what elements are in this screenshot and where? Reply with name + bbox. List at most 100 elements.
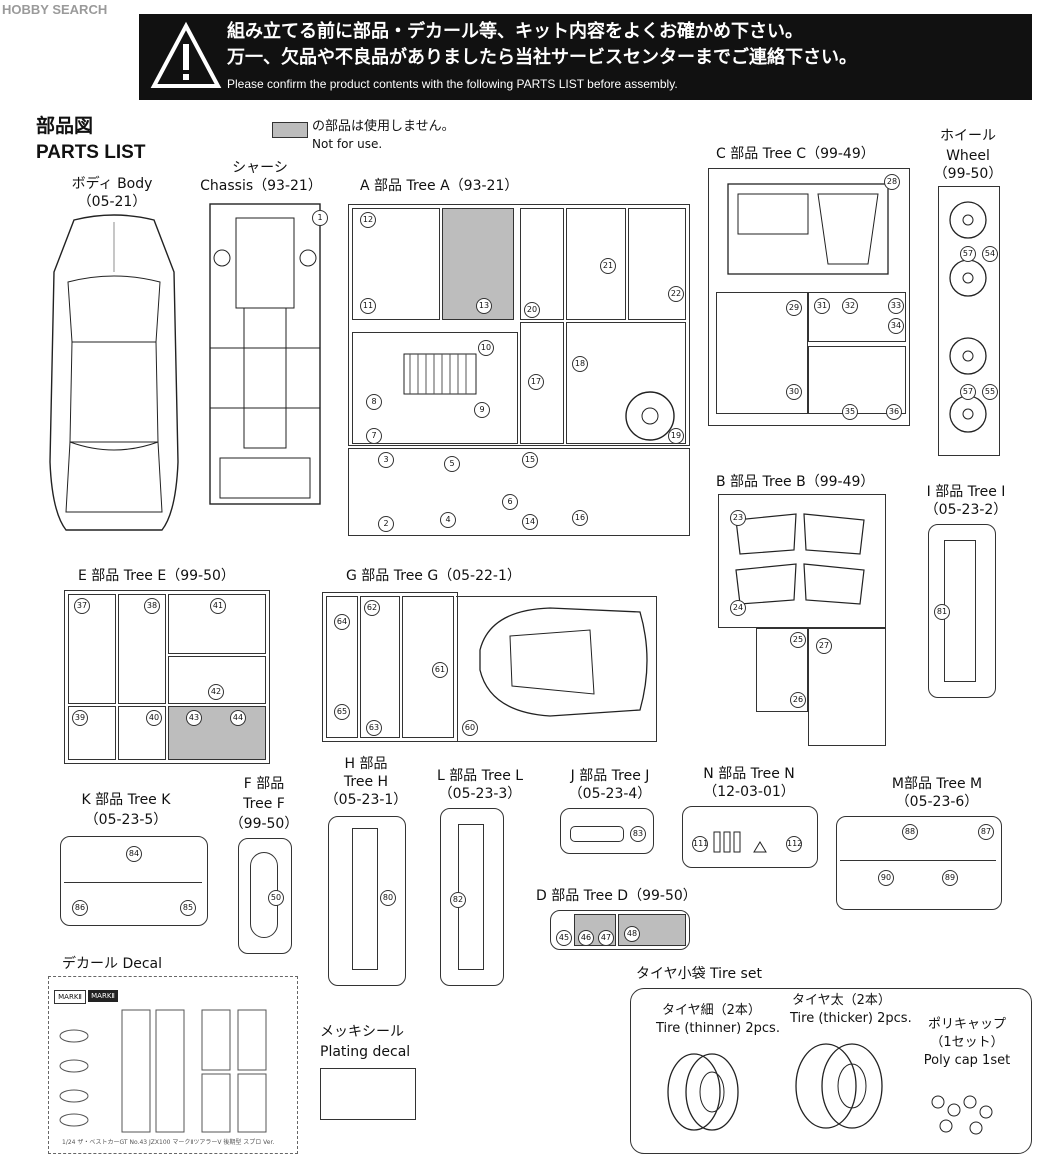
part-number-57b: 57 bbox=[960, 384, 976, 400]
part-number-86: 86 bbox=[72, 900, 88, 916]
part-number-63: 63 bbox=[366, 720, 382, 736]
decal-sheet bbox=[48, 976, 298, 1154]
tree-a-cell bbox=[566, 208, 626, 320]
tree-a-disc-drawing bbox=[625, 391, 675, 441]
part-number-19: 19 bbox=[668, 428, 684, 444]
part-number-17: 17 bbox=[528, 374, 544, 390]
part-number-42: 42 bbox=[208, 684, 224, 700]
poly-cap-en: Poly cap 1set bbox=[923, 1053, 1011, 1068]
wheel-code: （99-50） bbox=[933, 166, 1003, 182]
decal-mark-1: MARKⅡ bbox=[54, 990, 86, 1004]
tree-a-label: A 部品 Tree A（93-21） bbox=[360, 178, 519, 194]
tire-thin-drawing bbox=[667, 1053, 739, 1131]
tree-a-cell bbox=[628, 208, 686, 320]
wheel-frame bbox=[938, 186, 1000, 456]
not-for-use-swatch bbox=[272, 122, 308, 138]
decal-mark-2: MARKⅡ bbox=[88, 990, 118, 1002]
part-number-48: 48 bbox=[624, 926, 640, 942]
tire-thick-jp: タイヤ太（2本） bbox=[792, 993, 891, 1008]
tree-e-cell bbox=[118, 594, 166, 704]
tree-g-frame-right bbox=[456, 596, 657, 742]
part-number-80: 80 bbox=[380, 890, 396, 906]
watermark: HOBBY SEARCH bbox=[2, 2, 108, 17]
tree-m-code: （05-23-6） bbox=[895, 794, 979, 810]
part-number-25: 25 bbox=[790, 632, 806, 648]
tree-g-cell bbox=[360, 596, 400, 738]
part-number-47: 47 bbox=[598, 930, 614, 946]
chassis-label-jp: シャーシ bbox=[232, 160, 288, 176]
not-for-use-en: Not for use. bbox=[312, 137, 383, 151]
tree-f-label-en: Tree F bbox=[243, 796, 285, 812]
part-number-43: 43 bbox=[186, 710, 202, 726]
part-number-24: 24 bbox=[730, 600, 746, 616]
part-number-60: 60 bbox=[462, 720, 478, 736]
tire-set-label: タイヤ小袋 Tire set bbox=[636, 966, 762, 982]
parts-list-title-en: PARTS LIST bbox=[36, 142, 146, 163]
body-drawing bbox=[49, 214, 179, 531]
part-number-83: 83 bbox=[630, 826, 646, 842]
part-number-11: 11 bbox=[360, 298, 376, 314]
part-number-23: 23 bbox=[730, 510, 746, 526]
warning-line-3: Please confirm the product contents with… bbox=[227, 77, 678, 91]
part-number-32: 32 bbox=[842, 298, 858, 314]
body-label: ボディ Body bbox=[71, 176, 153, 192]
part-number-26: 26 bbox=[790, 692, 806, 708]
part-number-33: 33 bbox=[888, 298, 904, 314]
body-code: （05-21） bbox=[77, 194, 147, 210]
wheel-drawing bbox=[949, 201, 987, 433]
tree-l-code: （05-23-3） bbox=[438, 786, 522, 802]
tire-thin-en: Tire (thinner) 2pcs. bbox=[656, 1021, 780, 1036]
tree-g-label: G 部品 Tree G（05-22-1） bbox=[346, 568, 521, 584]
part-number-5: 5 bbox=[444, 456, 460, 472]
tree-e-cell-not-for-use bbox=[168, 706, 266, 760]
part-number-84: 84 bbox=[126, 846, 142, 862]
part-number-40: 40 bbox=[146, 710, 162, 726]
part-number-7: 7 bbox=[366, 428, 382, 444]
decal-label: デカール Decal bbox=[62, 956, 163, 972]
part-number-1: 1 bbox=[312, 210, 328, 226]
part-number-45: 45 bbox=[556, 930, 572, 946]
part-number-64: 64 bbox=[334, 614, 350, 630]
tree-a-cell bbox=[520, 208, 564, 320]
wheel-label-en: Wheel bbox=[946, 148, 990, 164]
part-number-34: 34 bbox=[888, 318, 904, 334]
part-number-37: 37 bbox=[74, 598, 90, 614]
warning-line-2: 万一、欠品や不良品がありましたら当社サービスセンターまでご連絡下さい。 bbox=[227, 47, 857, 68]
part-number-29: 29 bbox=[786, 300, 802, 316]
part-number-35: 35 bbox=[842, 404, 858, 420]
tree-j-label: J 部品 Tree J bbox=[570, 768, 650, 784]
tree-n-parts-drawing bbox=[713, 831, 767, 853]
tree-m-frame bbox=[836, 816, 1002, 910]
part-number-82: 82 bbox=[450, 892, 466, 908]
part-number-112: 112 bbox=[786, 836, 802, 852]
part-number-46: 46 bbox=[578, 930, 594, 946]
tree-j-part bbox=[570, 826, 624, 842]
poly-cap-qty: （1セット） bbox=[930, 1035, 1004, 1050]
part-number-28: 28 bbox=[884, 174, 900, 190]
part-number-4: 4 bbox=[440, 512, 456, 528]
tree-l-label: L 部品 Tree L bbox=[436, 768, 524, 784]
tree-c-cell bbox=[808, 346, 906, 414]
tree-a-cell bbox=[566, 322, 686, 444]
tree-n-label: N 部品 Tree N bbox=[703, 766, 795, 782]
parts-list-title-jp: 部品図 bbox=[36, 115, 94, 137]
tree-e-cell bbox=[68, 594, 116, 704]
tree-h-part bbox=[352, 828, 378, 970]
tree-n-code: （12-03-01） bbox=[703, 784, 795, 800]
part-number-9: 9 bbox=[474, 402, 490, 418]
part-number-27: 27 bbox=[816, 638, 832, 654]
part-number-38: 38 bbox=[144, 598, 160, 614]
part-number-88: 88 bbox=[902, 824, 918, 840]
tree-m-divider bbox=[840, 860, 996, 861]
plating-label-jp: メッキシール bbox=[320, 1024, 404, 1040]
part-number-65: 65 bbox=[334, 704, 350, 720]
part-number-111: 111 bbox=[692, 836, 708, 852]
part-number-90: 90 bbox=[878, 870, 894, 886]
decal-patterns-drawing bbox=[59, 1009, 267, 1133]
part-number-16: 16 bbox=[572, 510, 588, 526]
part-number-85: 85 bbox=[180, 900, 196, 916]
warning-line-1: 組み立てる前に部品・デカール等、キット内容をよくお確かめ下さい。 bbox=[227, 21, 803, 42]
tree-k-divider bbox=[64, 882, 202, 883]
tree-f-label-jp: F 部品 bbox=[243, 776, 285, 792]
tree-b-label: B 部品 Tree B（99-49） bbox=[716, 474, 875, 490]
